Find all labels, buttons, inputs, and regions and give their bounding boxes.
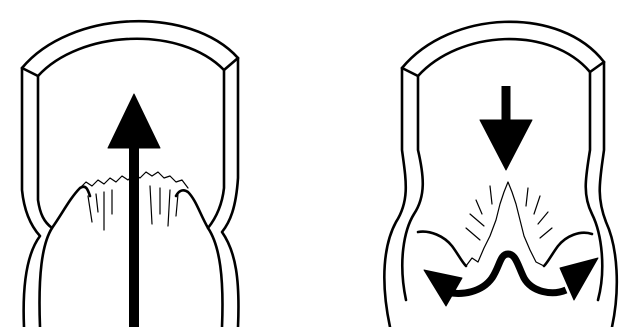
- left-vessel-cap-inner: [38, 39, 224, 76]
- right-valve-fibre-7: [538, 212, 548, 224]
- right-valve-fibre-2: [470, 214, 484, 226]
- left-vessel-cap-joint-left: [22, 68, 38, 76]
- right-valve-fibre-1: [476, 200, 482, 214]
- right-vessel-cap-joint-left: [402, 68, 418, 76]
- left-valve-fibre-1: [88, 196, 92, 222]
- right-vessel-cap-inner: [418, 39, 590, 76]
- right-vessel-cap-joint-right: [590, 62, 604, 72]
- left-vessel-inner-wall-left: [38, 76, 52, 327]
- left-valve-fibre-5: [150, 186, 152, 224]
- right-valve-fibre-6: [534, 196, 540, 214]
- right-valve-fibre-4: [490, 186, 492, 204]
- right-valve-fibre-3: [466, 228, 480, 240]
- right-flow-arrow-head: [480, 120, 532, 170]
- right-valve-fibre-5: [526, 188, 528, 206]
- left-valve-leaflet-right: [176, 190, 208, 228]
- left-valve-leaflet-left: [52, 187, 90, 228]
- left-valve-fibre-7: [168, 190, 170, 226]
- right-valve-fibre-8: [540, 228, 552, 238]
- left-vessel-inner-wall-right: [208, 70, 224, 327]
- right-backflow-arrow-head-left: [424, 270, 462, 306]
- right-vessel-outer-wall-right: [600, 62, 617, 327]
- right-vessel-outer-wall-left: [384, 68, 405, 327]
- right-valve-leaflet-left: [418, 232, 466, 266]
- right-panel-closed-valve: [384, 22, 616, 327]
- left-vessel-cap-joint-right: [224, 58, 238, 70]
- right-vessel-cap-outer: [402, 22, 604, 68]
- left-flow-arrow-head: [108, 94, 160, 148]
- left-valve-fibre-2: [96, 194, 98, 212]
- left-panel-open-valve: [22, 21, 238, 327]
- left-valve-fibre-8: [176, 194, 178, 216]
